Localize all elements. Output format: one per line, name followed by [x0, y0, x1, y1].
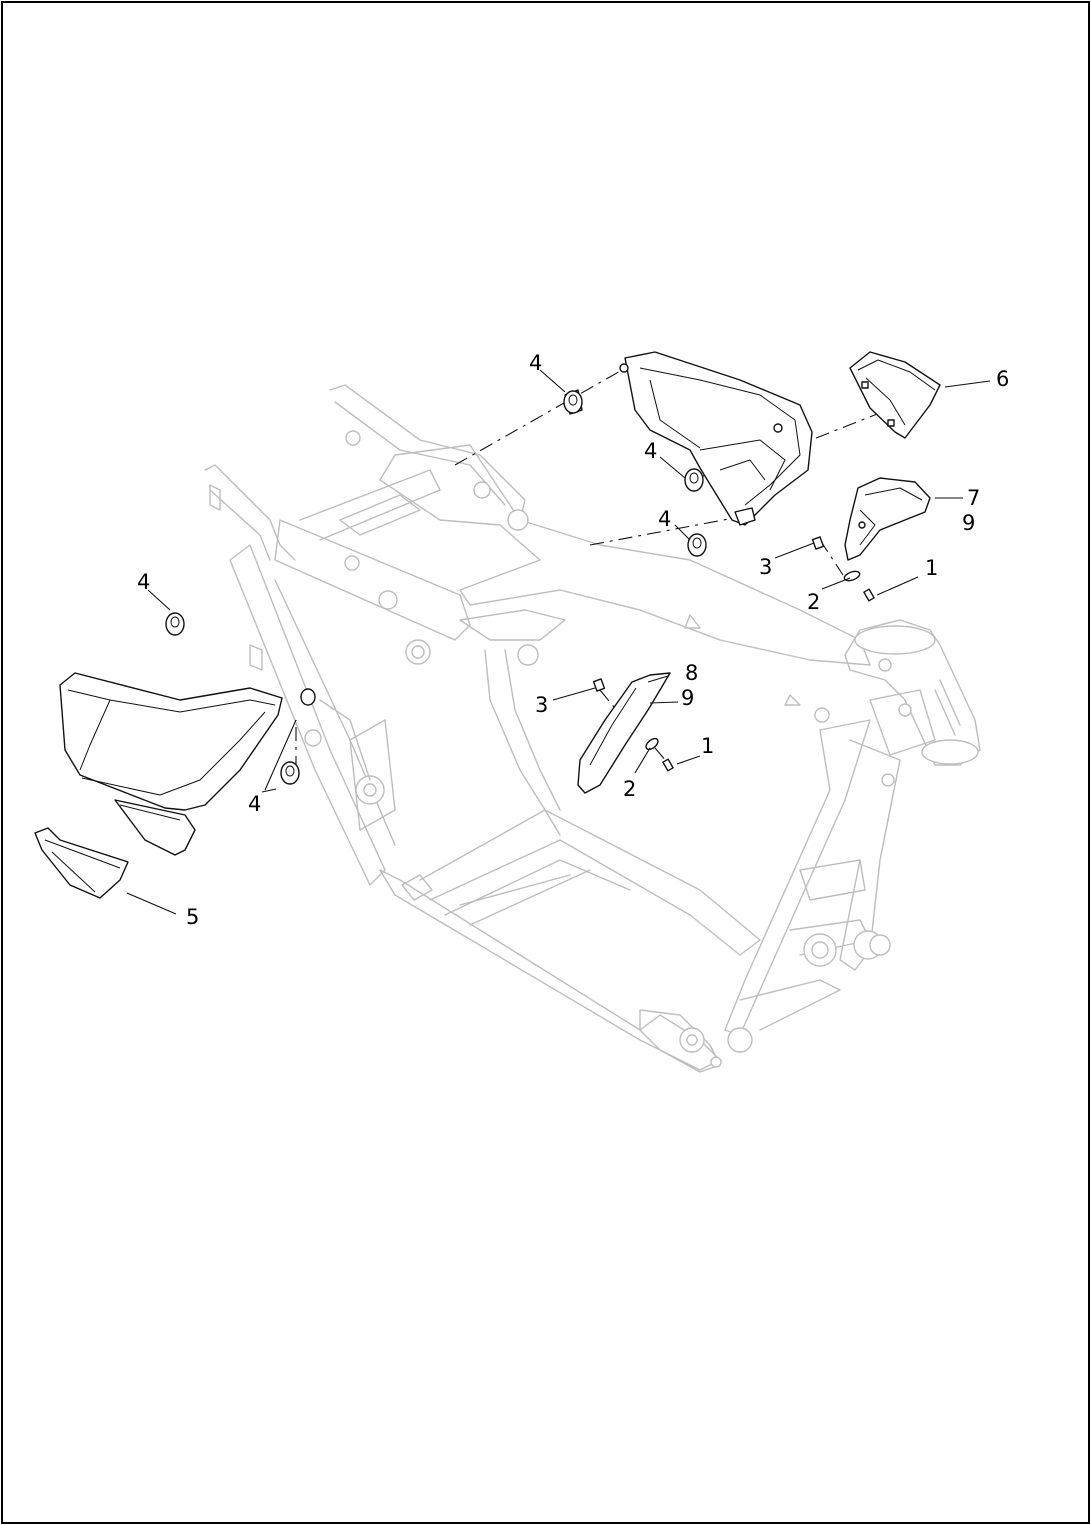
part-8-cover [577, 672, 671, 794]
motorcycle-frame [204, 384, 981, 1073]
callout-1-center: 1 [701, 734, 714, 758]
right-side-cover [619, 351, 813, 526]
part-7-bracket [844, 477, 931, 561]
callout-4-left-top: 4 [137, 570, 150, 594]
callout-5: 5 [186, 905, 199, 929]
callout-9-center: 9 [681, 686, 694, 710]
callout-3-right: 3 [759, 555, 772, 579]
callout-4-low: 4 [658, 507, 671, 531]
grommets [165, 389, 707, 785]
part-6-trim [849, 351, 941, 439]
left-side-cover [59, 672, 283, 856]
callout-1-right: 1 [925, 556, 938, 580]
callout-7: 7 [967, 486, 980, 510]
callout-3-center: 3 [535, 693, 548, 717]
leader-lines [126, 369, 991, 915]
callout-2-center: 2 [623, 777, 636, 801]
callout-9-right: 9 [962, 511, 975, 535]
part-5-lower-cover [34, 827, 129, 899]
callout-6: 6 [996, 367, 1009, 391]
callout-2-right: 2 [807, 590, 820, 614]
callout-4-left-bottom: 4 [248, 792, 261, 816]
callout-4-mid: 4 [644, 439, 657, 463]
callout-4-top: 4 [529, 351, 542, 375]
fasteners [592, 536, 875, 772]
callouts: 4 6 4 4 7 9 3 1 2 4 8 9 3 1 2 4 5 [137, 351, 1009, 929]
callout-8: 8 [685, 661, 698, 685]
